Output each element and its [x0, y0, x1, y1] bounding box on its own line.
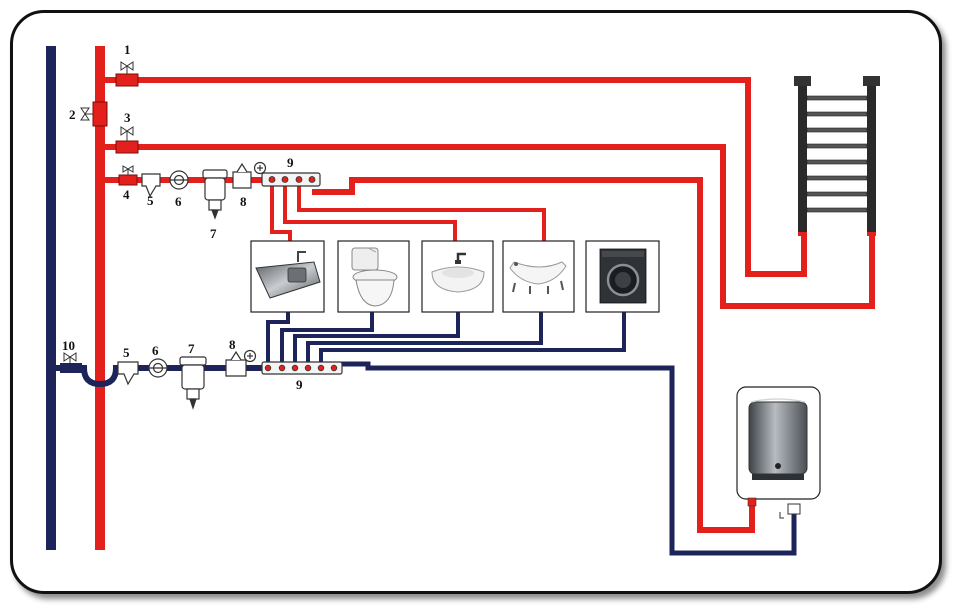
- valve-2: [92, 101, 108, 127]
- washing-machine-icon: [599, 248, 647, 304]
- valve-1: [115, 73, 139, 87]
- hot-riser: [95, 46, 105, 550]
- cold-reducer-8-icon: [225, 359, 247, 377]
- label-5-cold: 5: [123, 345, 130, 360]
- label-2: 2: [69, 107, 76, 122]
- valve-3-handle-icon: [120, 126, 134, 141]
- toilet-icon: [351, 247, 398, 307]
- water-heater-icon: [748, 398, 808, 480]
- hot-strainer-5-icon: [141, 173, 161, 198]
- label-9-cold: 9: [296, 377, 303, 392]
- label-7-hot: 7: [210, 226, 217, 241]
- valve-10-handle-icon: [63, 352, 77, 363]
- hot-filter-7-cap-icon: [202, 169, 228, 179]
- label-10: 10: [62, 338, 75, 353]
- hot-valves: [80, 61, 139, 186]
- cold-drop-toilet: [280, 312, 374, 364]
- valve-4-handle-icon: [122, 165, 134, 175]
- hot-pipes: [105, 77, 875, 533]
- cold-drop-sink: [266, 312, 290, 364]
- hot-reducer-8-icon: [232, 171, 252, 189]
- hot-line-heater: [312, 177, 755, 533]
- hot-manifold-ports: [268, 176, 316, 183]
- valve-2-handle-icon: [80, 107, 93, 121]
- cold-filter-7-body-icon: [181, 364, 205, 390]
- cold-filter-7-cap-icon: [179, 356, 207, 366]
- cold-riser: [46, 46, 56, 550]
- washbasin-icon: [431, 252, 485, 293]
- label-9-hot: 9: [287, 155, 294, 170]
- fixture-washing-machine: [585, 240, 660, 313]
- water-heater: [736, 386, 821, 519]
- label-8-cold: 8: [229, 337, 236, 352]
- heater-cold-valve-icon: [779, 503, 801, 519]
- cold-filter-7-bowl-icon: [186, 388, 200, 400]
- cold-drop-basin: [293, 312, 460, 364]
- hot-branch-towel-left: [105, 77, 807, 277]
- cold-strainer-5-icon: [117, 361, 139, 386]
- fixture-bathtub: [502, 240, 575, 313]
- hot-drop-bath: [297, 184, 546, 242]
- hot-fittings: [141, 161, 321, 220]
- hot-branch-towel-right: [105, 144, 875, 309]
- cold-branch-manifold: [56, 365, 262, 388]
- label-4: 4: [123, 187, 130, 202]
- valve-4: [118, 174, 138, 186]
- fixture-kitchen-sink: [250, 240, 325, 313]
- label-7-cold: 7: [188, 341, 195, 356]
- label-6-cold: 6: [152, 343, 159, 358]
- hot-filter-7-body-icon: [204, 177, 226, 201]
- cold-manifold-ports: [264, 364, 338, 372]
- cold-line-heater: [340, 361, 797, 556]
- labels: 1 2 3 4 5 6 7 8 9 10 5 6 7 8 9: [62, 42, 303, 392]
- hot-manifold-9-icon: [261, 172, 321, 187]
- valve-1-handle-icon: [120, 61, 134, 74]
- cold-pipes: [56, 312, 797, 556]
- towel-rail-icon: [794, 76, 880, 236]
- fixture-washbasin: [421, 240, 494, 313]
- cold-drop-washer: [319, 312, 626, 364]
- hot-drop-sink: [270, 184, 292, 242]
- label-5-hot: 5: [147, 193, 154, 208]
- label-8-hot: 8: [240, 194, 247, 209]
- fixture-toilet: [337, 240, 410, 313]
- cold-drop-bath: [306, 312, 543, 364]
- valve-3: [115, 140, 139, 154]
- label-1: 1: [124, 42, 131, 57]
- label-6-hot: 6: [175, 194, 182, 209]
- cold-valve-10: [60, 352, 82, 373]
- bathtub-icon: [509, 261, 567, 294]
- hot-filter-7-bowl-icon: [208, 199, 222, 211]
- label-3: 3: [124, 110, 131, 125]
- cold-manifold-9-icon: [261, 361, 343, 375]
- hot-drop-basin: [283, 184, 457, 242]
